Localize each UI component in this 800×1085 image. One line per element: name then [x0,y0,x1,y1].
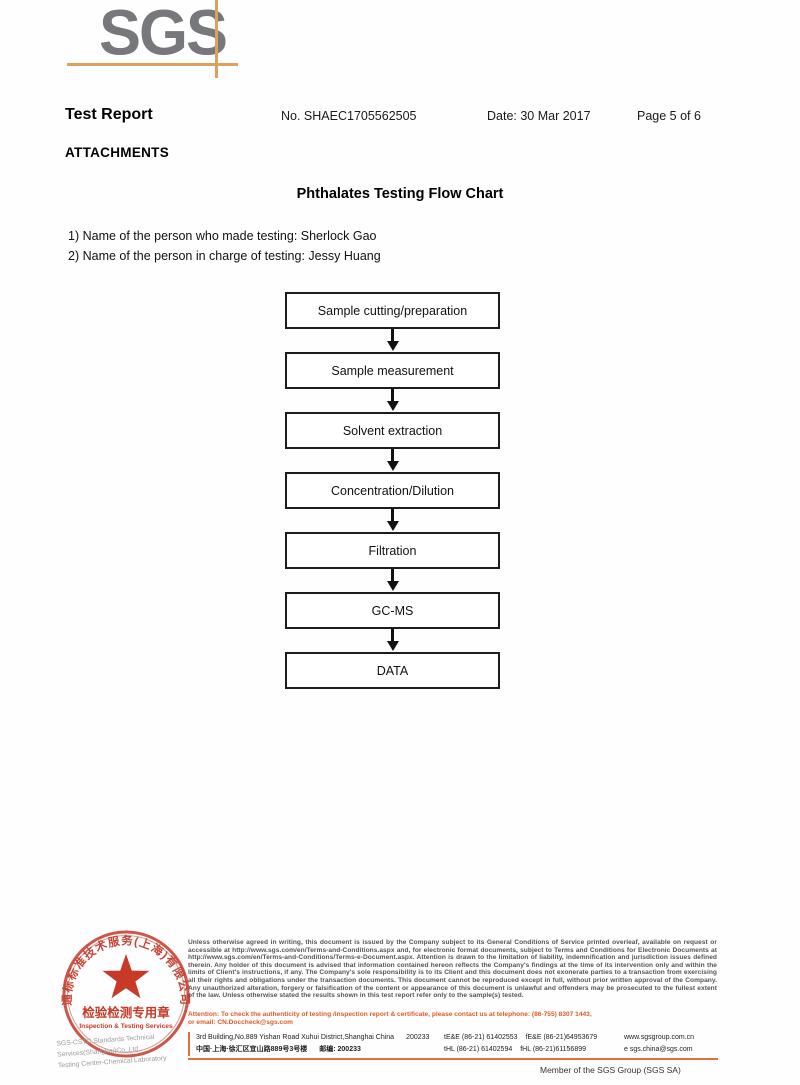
legal-disclaimer: Unless otherwise agreed in writing, this… [188,939,717,1000]
stamp-star-icon [102,954,150,999]
fax-hl: fHL (86-21)61156899 [520,1046,587,1053]
web-column: www.sgsgroup.com.cn e sgs.china@sgs.com [624,1032,718,1056]
down-arrow-icon [386,509,399,532]
flow-step-box: Concentration/Dilution [285,472,500,509]
tester-notes: 1) Name of the person who made testing: … [68,227,381,266]
note-line: 1) Name of the person who made testing: … [68,229,377,243]
email-address: e sgs.china@sgs.com [624,1046,693,1053]
flow-chart-title: Phthalates Testing Flow Chart [296,186,504,202]
down-arrow-icon [386,329,399,352]
website-url: www.sgsgroup.com.cn [624,1034,695,1041]
report-date: Date: 30 Mar 2017 [487,109,591,123]
down-arrow-icon [386,629,399,652]
fax-ee: fE&E (86-21)64953679 [525,1034,598,1041]
flow-step-box: DATA [285,652,500,689]
stamp-english-label: Inspection & Testing Services [79,1023,173,1030]
flow-step-box: Solvent extraction [285,412,500,449]
phthalates-flowchart: Sample cutting/preparation Sample measur… [285,292,500,689]
address-chinese: 中国·上海·徐汇区宜山路889号3号楼 [196,1046,308,1053]
flow-step-box: Sample measurement [285,352,500,389]
flow-step-box: GC-MS [285,592,500,629]
logo-horizontal-rule [67,63,238,66]
phone-column: tE&E (86-21) 61402553 fE&E (86-21)6495367… [444,1032,624,1056]
flow-step-box: Sample cutting/preparation [285,292,500,329]
sgs-membership-note: Member of the SGS Group (SGS SA) [540,1065,681,1075]
telephone-hl: tHL (86-21) 61402594 [444,1046,513,1053]
address-english: 3rd Building,No.889 Yishan Road Xuhui Di… [196,1034,395,1041]
page-indicator: Page 5 of 6 [637,109,701,123]
telephone-ee: tE&E (86-21) 61402553 [444,1034,518,1041]
flow-step-box: Filtration [285,532,500,569]
page-title: Test Report [65,106,153,123]
down-arrow-icon [386,569,399,592]
address-block: 3rd Building,No.889 Yishan Road Xuhui Di… [188,1032,718,1056]
stamp-chinese-label: 检验检测专用章 [82,1005,170,1020]
postcode-chinese: 邮编: 200233 [319,1046,361,1053]
attention-line: Attention: To check the authenticity of … [188,1011,592,1018]
sgs-logo: SGS [99,0,228,69]
note-line: 2) Name of the person in charge of testi… [68,248,381,263]
down-arrow-icon [386,389,399,412]
attention-line: or email: CN.Doccheck@sgs.com [188,1018,294,1026]
logo-vertical-rule [215,0,218,78]
attention-notice: Attention: To check the authenticity of … [188,1011,717,1026]
inspection-stamp-icon: 通标标准技术服务(上海)有限公司 检验检测专用章 Inspection & Te… [60,930,190,1058]
postcode: 200233 [406,1034,430,1041]
address-divider [188,1032,190,1056]
down-arrow-icon [386,449,399,472]
attachments-heading: ATTACHMENTS [65,145,170,160]
footer-rule [188,1058,718,1060]
report-number: No. SHAEC1705562505 [281,109,417,123]
address-column: 3rd Building,No.889 Yishan Road Xuhui Di… [196,1032,444,1056]
